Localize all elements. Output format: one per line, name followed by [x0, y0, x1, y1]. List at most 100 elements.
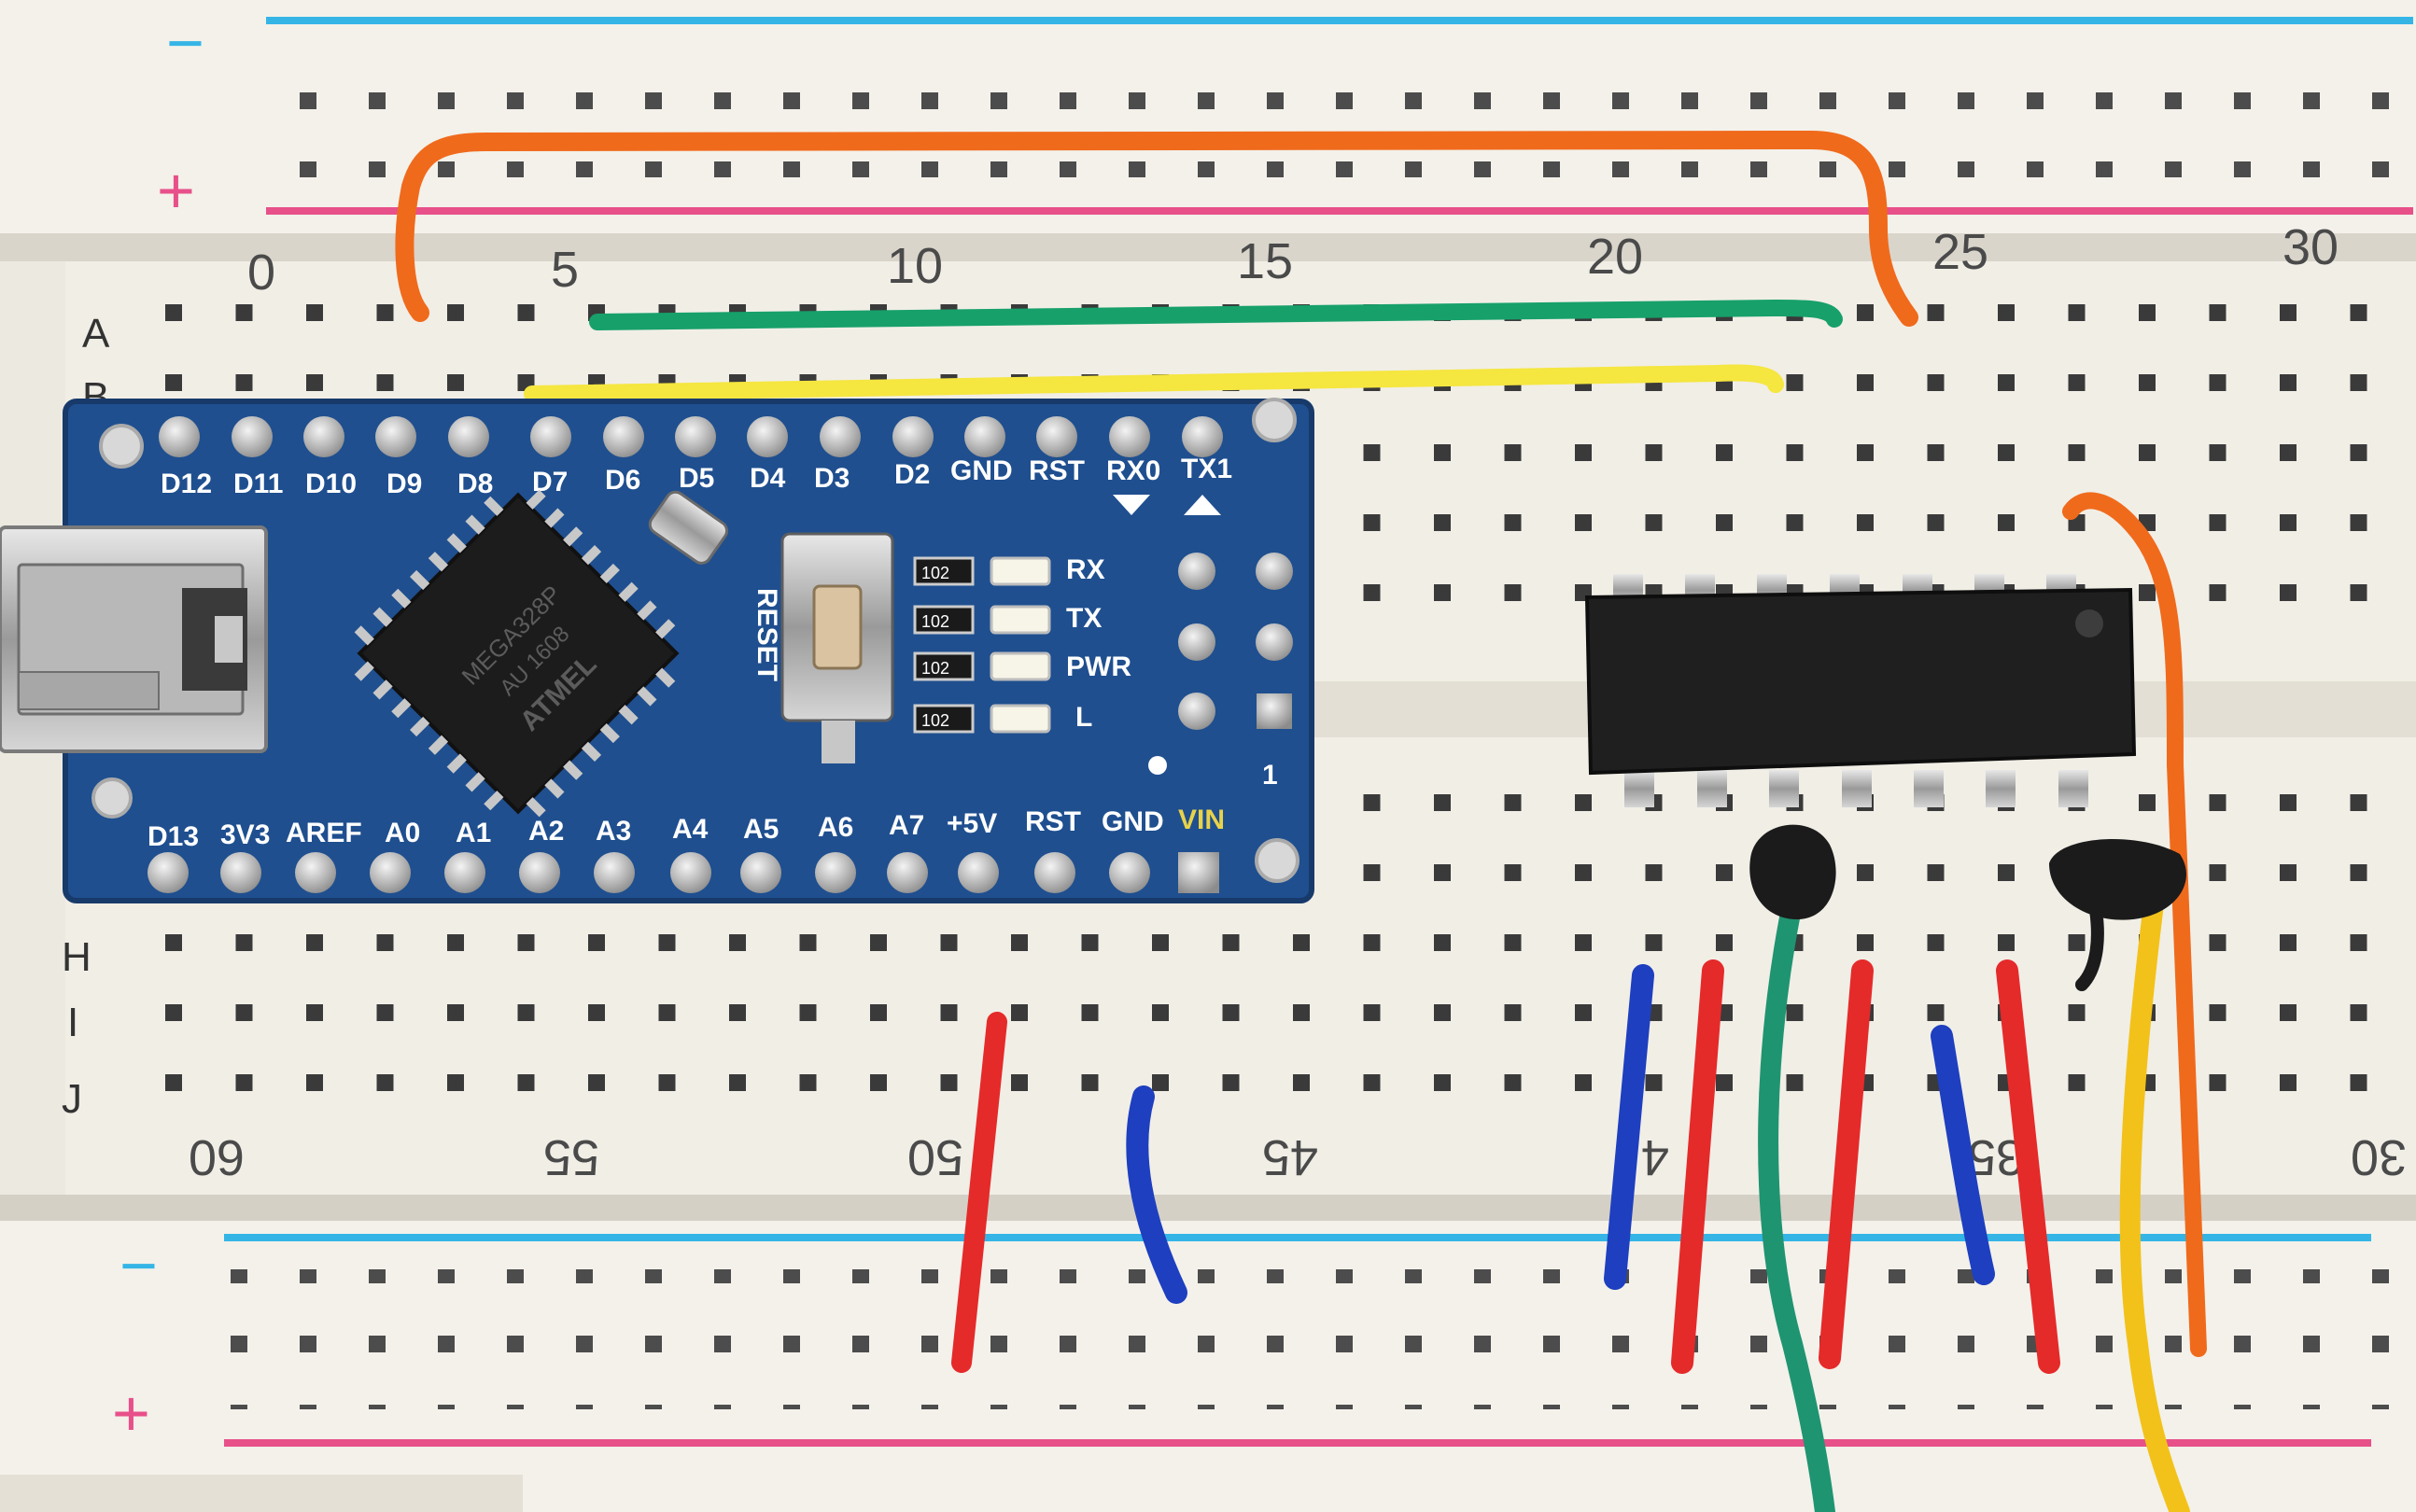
pin-label: D11 — [233, 469, 283, 499]
atmega328p-chip: MEGA328P AU 1608 ATMEL — [354, 489, 680, 818]
top-column-numbers: 0 5 10 15 20 25 30 — [247, 219, 2339, 301]
status-leds: RX TX PWR L — [990, 554, 1131, 734]
yellow-jumper-wire — [524, 364, 1784, 402]
orange-jumper-wire-top — [395, 130, 1918, 327]
bottom-rail-plus-sign: + — [112, 1377, 150, 1449]
pin-label: A2 — [528, 816, 564, 847]
blue-jumper-wire — [1931, 1025, 1995, 1285]
orange-jumper-wire-right — [2062, 492, 2207, 1357]
resistor-code: 102 — [921, 564, 949, 582]
col-number-5: 5 — [551, 242, 579, 298]
tx-led — [990, 605, 1051, 635]
l-led — [990, 704, 1051, 734]
top-power-rail: − + — [0, 0, 2416, 233]
row-letter-h: H — [62, 934, 91, 980]
row-letter-i: I — [67, 1000, 78, 1045]
arduino-nano: D12 D11 D10 D9 D8 D7 D6 D5 D4 D3 D2 GND … — [0, 398, 1314, 903]
pin-label: VIN — [1178, 805, 1225, 835]
red-jumper-wire — [1819, 959, 1874, 1369]
red-jumper-wire — [1671, 959, 1724, 1374]
pin-label: A0 — [385, 818, 420, 848]
reset-button — [780, 532, 894, 763]
led-label-rx: RX — [1066, 554, 1105, 585]
mounting-hole — [1252, 398, 1297, 442]
col-number-30-bottom: 30 — [2351, 1129, 2407, 1185]
pin-label: D12 — [161, 469, 212, 499]
col-number-60: 60 — [189, 1129, 245, 1185]
top-rail-red-line — [266, 207, 2413, 215]
red-jumper-wire — [1996, 959, 2060, 1374]
pwr-led — [990, 651, 1051, 681]
top-rail-minus-sign: − — [166, 7, 204, 79]
mounting-hole — [99, 424, 144, 469]
reset-label: RESET — [751, 588, 782, 681]
top-pin-labels: D12 D11 D10 D9 D8 D7 D6 D5 D4 D3 D2 GND … — [161, 454, 1232, 499]
pin-label: RST — [1025, 806, 1081, 837]
pin-label: A5 — [743, 814, 779, 845]
mini-usb-connector — [0, 525, 268, 753]
dip-ic-chip — [1584, 574, 2137, 807]
col-number-4: 4 — [1641, 1129, 1669, 1185]
bottom-rail-red-line — [224, 1439, 2371, 1447]
col-number-45: 45 — [1262, 1129, 1318, 1185]
col-number-25: 25 — [1932, 224, 1988, 280]
bottom-rail-minus-sign: − — [119, 1229, 158, 1302]
pin-label: D4 — [750, 463, 786, 494]
pin-label: 3V3 — [220, 819, 270, 850]
top-rail-plus-sign: + — [157, 154, 195, 227]
bottom-header-pins — [147, 852, 1219, 893]
resistor-code: 102 — [921, 612, 949, 631]
crystal-oscillator — [648, 490, 729, 565]
top-rail-blue-line — [266, 17, 2413, 24]
pin-label: A4 — [672, 814, 709, 845]
smd-resistors: 102 102 102 102 — [913, 556, 975, 734]
col-number-15: 15 — [1237, 233, 1293, 289]
icsp-header: 1 — [1178, 553, 1293, 791]
pin-label: D5 — [679, 463, 714, 494]
green-jumper-wire — [589, 299, 1843, 330]
rx-led — [990, 556, 1051, 586]
pin-label: GND — [1102, 806, 1164, 837]
led-label-l: L — [1075, 702, 1092, 733]
col-number-0: 0 — [247, 245, 275, 301]
mounting-hole — [91, 777, 133, 819]
red-jumper-wire — [951, 1012, 1007, 1373]
pin-label: A7 — [889, 810, 924, 841]
col-number-10: 10 — [887, 238, 943, 294]
ic-notch-dot — [2075, 609, 2103, 637]
led-label-tx: TX — [1066, 603, 1102, 634]
bottom-rail-blue-line — [224, 1234, 2371, 1241]
pcb-dot — [1148, 756, 1167, 775]
col-number-30: 30 — [2283, 219, 2339, 275]
gold-sensor-wire — [2119, 872, 2190, 1512]
bottom-power-rail: − + — [0, 1221, 2416, 1512]
blue-jumper-wire — [1604, 964, 1654, 1290]
pin-label: RX0 — [1106, 455, 1160, 486]
top-header-pins — [159, 416, 1223, 457]
pin-label: D8 — [457, 469, 493, 499]
pin-label: D10 — [305, 469, 357, 499]
row-letter-a: A — [82, 311, 110, 357]
bottom-pin-labels: D13 3V3 AREF A0 A1 A2 A3 A4 A5 A6 A7 +5V… — [147, 805, 1225, 852]
arduino-pcb — [65, 401, 1312, 901]
bottom-rail-holes — [215, 1269, 2390, 1409]
row-letter-j: J — [62, 1076, 82, 1122]
tx-arrow-icon — [1184, 495, 1221, 515]
pin-label: A6 — [818, 812, 853, 843]
pin-label: TX1 — [1181, 454, 1232, 484]
pin-label: A3 — [596, 816, 631, 847]
pin-label: +5V — [947, 808, 997, 839]
bottom-column-numbers: 60 55 50 45 4 35 30 — [189, 1129, 2407, 1185]
pin-label: D13 — [147, 821, 199, 852]
pin-label: RST — [1029, 455, 1085, 486]
col-number-50: 50 — [907, 1129, 963, 1185]
resistor-code: 102 — [921, 659, 949, 678]
col-number-20: 20 — [1587, 229, 1643, 285]
pin-label: GND — [950, 455, 1013, 486]
pin-label: D6 — [605, 465, 640, 496]
led-label-pwr: PWR — [1066, 651, 1131, 682]
sensor-connector — [1749, 824, 2186, 991]
pin-label: D9 — [386, 469, 422, 499]
pin-label: A1 — [456, 818, 491, 848]
